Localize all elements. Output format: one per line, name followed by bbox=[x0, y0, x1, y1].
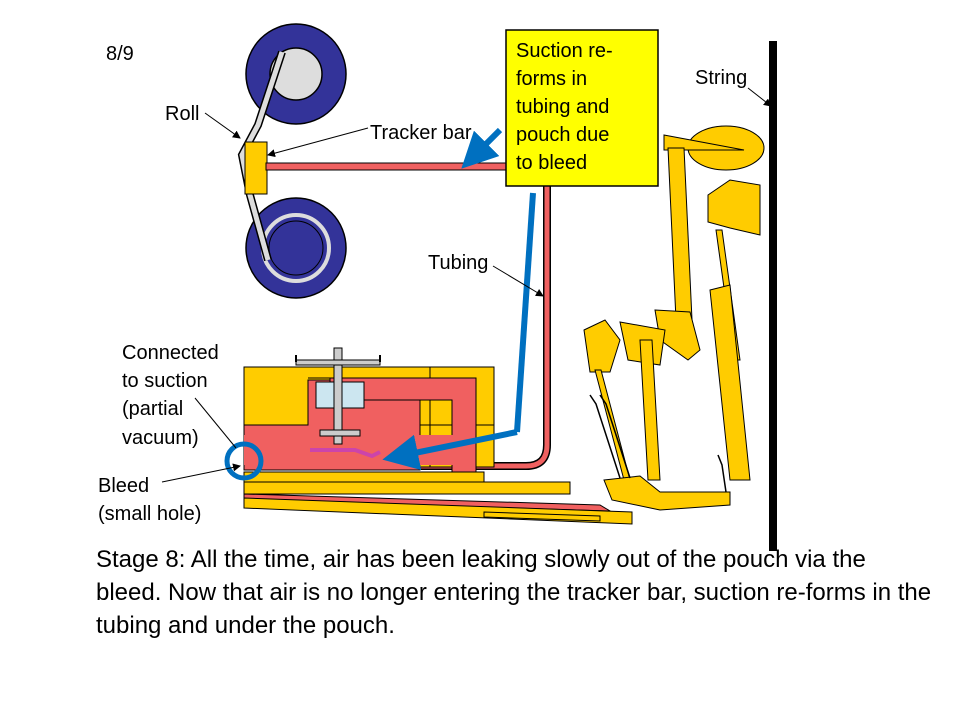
abstract bbox=[639, 339, 661, 481]
label-tubing: Tubing bbox=[428, 252, 488, 274]
action-wires bbox=[589, 394, 727, 493]
svg-text:pouch due: pouch due bbox=[516, 124, 609, 146]
tracker-bar bbox=[244, 141, 268, 195]
arrow-to-tracker-tubing bbox=[461, 127, 503, 169]
tracker-leader bbox=[267, 127, 369, 158]
bleed-leader bbox=[161, 463, 241, 483]
tubing bbox=[262, 170, 550, 469]
damper bbox=[707, 179, 761, 236]
svg-text:Connected: Connected bbox=[122, 342, 219, 364]
arrow-to-pouch bbox=[382, 429, 518, 471]
bottom-spool-core bbox=[268, 220, 324, 276]
svg-text:tubing and: tubing and bbox=[516, 96, 609, 118]
pneumatic-stack bbox=[243, 347, 633, 525]
callout-background bbox=[505, 29, 659, 187]
valve-stem bbox=[333, 347, 343, 445]
key-end bbox=[603, 475, 731, 511]
connected-leader bbox=[194, 397, 237, 449]
label-tracker-bar: Tracker bar bbox=[370, 122, 472, 144]
svg-text:(small hole): (small hole) bbox=[98, 503, 201, 525]
valve-top bbox=[295, 359, 381, 366]
tubing-leader bbox=[492, 265, 544, 297]
label-roll: Roll bbox=[165, 103, 199, 125]
svg-text:Suction re-: Suction re- bbox=[516, 40, 613, 62]
svg-text:forms in: forms in bbox=[516, 68, 587, 90]
bleed-highlight-circle bbox=[224, 441, 264, 481]
svg-text:vacuum): vacuum) bbox=[122, 427, 199, 449]
svg-text:to suction: to suction bbox=[122, 370, 208, 392]
hammer-stem bbox=[667, 147, 693, 321]
damper-lever bbox=[709, 284, 751, 481]
svg-text:(partial: (partial bbox=[122, 398, 183, 420]
arrow-shaft-down bbox=[514, 192, 536, 433]
hammer-shank bbox=[663, 134, 745, 151]
paper-web bbox=[239, 51, 285, 261]
string-leader bbox=[747, 87, 772, 107]
label-string: String bbox=[695, 67, 747, 89]
label-connected: Connected to suction (partial vacuum) bbox=[122, 342, 219, 449]
svg-text:Bleed: Bleed bbox=[98, 475, 149, 497]
pouch bbox=[310, 448, 381, 459]
wippen-left bbox=[583, 319, 621, 373]
label-bleed: Bleed (small hole) bbox=[98, 475, 201, 525]
piano-string bbox=[769, 41, 777, 551]
page-number: 8/9 bbox=[106, 43, 134, 65]
stage-caption: Stage 8: All the time, air has been leak… bbox=[96, 546, 932, 639]
roll-leader bbox=[204, 112, 241, 139]
roll-spools bbox=[237, 23, 347, 299]
callout-box: Suction re- forms in tubing and pouch du… bbox=[505, 29, 659, 187]
piano-action bbox=[583, 125, 765, 511]
svg-text:to bleed: to bleed bbox=[516, 152, 587, 174]
